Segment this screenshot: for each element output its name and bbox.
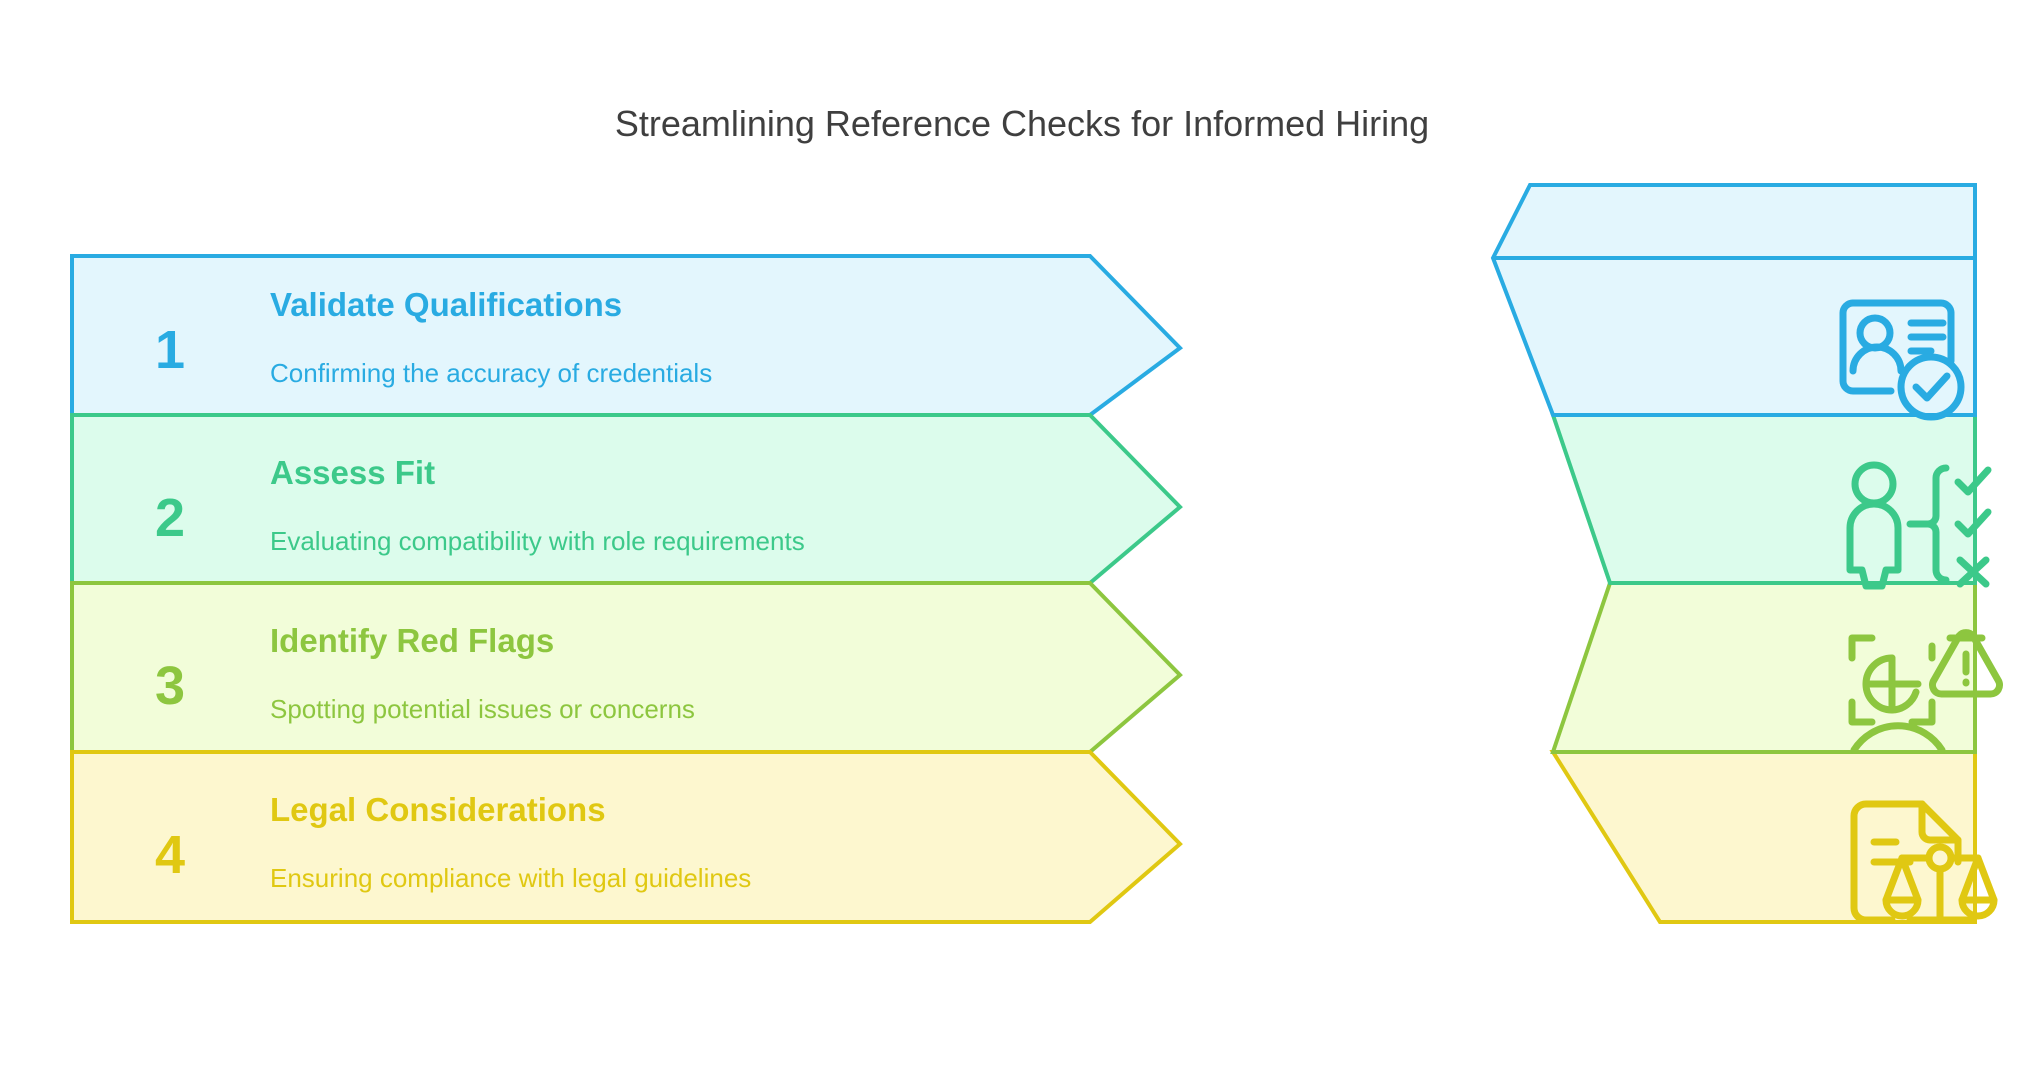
step-band-3	[70, 581, 1183, 754]
step-title-2: Assess Fit	[270, 454, 435, 491]
step-subtitle-2: Evaluating compatibility with role requi…	[270, 526, 805, 556]
icon-band-2	[1550, 413, 1977, 585]
id-card-person-check-icon	[1839, 299, 1965, 421]
step-row-1[interactable]: 1 Validate Qualifications Confirming the…	[70, 254, 1184, 417]
step-row-2[interactable]: 2 Assess Fit Evaluating compatibility wi…	[70, 413, 1183, 585]
step-title-4: Legal Considerations	[270, 791, 606, 828]
step-row-3[interactable]: 3 Identify Red Flags Spotting potential …	[70, 581, 1183, 754]
step-title-3: Identify Red Flags	[270, 622, 554, 659]
face-scan-warning-icon	[1848, 629, 2004, 754]
step-subtitle-1: Confirming the accuracy of credentials	[270, 358, 712, 388]
person-criteria-checklist-icon	[1846, 461, 1992, 590]
step-subtitle-3: Spotting potential issues or concerns	[270, 694, 695, 724]
step-number-2: 2	[155, 488, 185, 548]
page-title: Streamlining Reference Checks for Inform…	[615, 103, 1429, 144]
step-band-1	[70, 254, 1184, 417]
step-band-2	[70, 413, 1183, 585]
step-title-1: Validate Qualifications	[270, 286, 622, 323]
step-subtitle-4: Ensuring compliance with legal guideline…	[270, 863, 751, 893]
step-number-3: 3	[155, 656, 185, 716]
step-number-1: 1	[155, 320, 185, 380]
legal-document-scales-icon	[1850, 800, 1998, 924]
step-row-4[interactable]: 4 Legal Considerations Ensuring complian…	[70, 750, 1183, 924]
step-number-4: 4	[155, 825, 185, 885]
steps-list: 1 Validate Qualifications Confirming the…	[70, 254, 1184, 924]
step-band-4	[70, 750, 1183, 924]
